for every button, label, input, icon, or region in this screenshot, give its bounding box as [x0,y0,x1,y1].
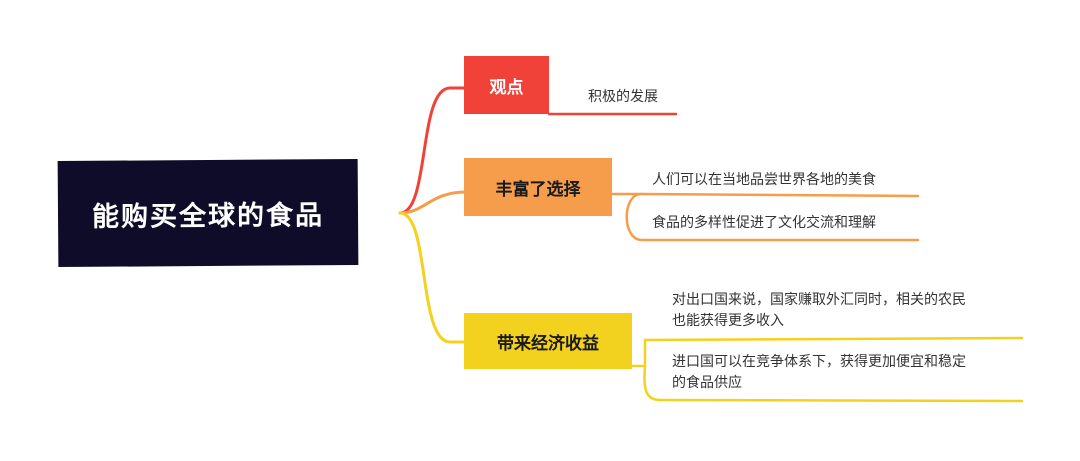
connector-root-to-choice [398,190,468,215]
leaf-positive-development: 积极的发展 [588,89,658,105]
leaf-line: 对出口国来说，国家赚取外汇同时，相关的农民 [672,292,966,308]
leaf-line: 的食品供应 [672,375,742,391]
branch-label: 丰富了选择 [495,179,581,200]
branch-node-more-choice: 丰富了选择 [464,158,612,216]
branch-label: 带来经济收益 [497,333,599,354]
leaf-importer-benefit: 进口国可以在竞争体系下，获得更加便宜和稳定 的食品供应 [672,352,966,394]
root-node: 能购买全球的食品 [57,158,359,268]
connector-choice-to-leaf-2 [625,192,920,242]
leaf-taste-world-food: 人们可以在当地品尝世界各地的美食 [652,172,876,188]
leaf-exporter-benefit: 对出口国来说，国家赚取外汇同时，相关的农民 也能获得更多收入 [672,290,966,332]
connector-economy-to-leaf-2 [643,364,1024,403]
branch-label: 观点 [489,77,524,98]
root-label: 能购买全球的食品 [91,199,325,233]
leaf-line: 也能获得更多收入 [672,313,784,329]
branch-node-viewpoint: 观点 [464,56,549,114]
leaf-line: 进口国可以在竞争体系下，获得更加便宜和稳定 [672,354,966,370]
connector-root-to-economy [398,211,468,344]
branch-node-economic-benefit: 带来经济收益 [464,313,632,369]
connector-choice-to-leaf-1 [610,192,920,198]
leaf-cultural-exchange: 食品的多样性促进了文化交流和理解 [652,215,876,231]
connector-root-to-viewpoint [398,86,468,215]
connector-economy-to-leaf-1 [630,336,1024,368]
